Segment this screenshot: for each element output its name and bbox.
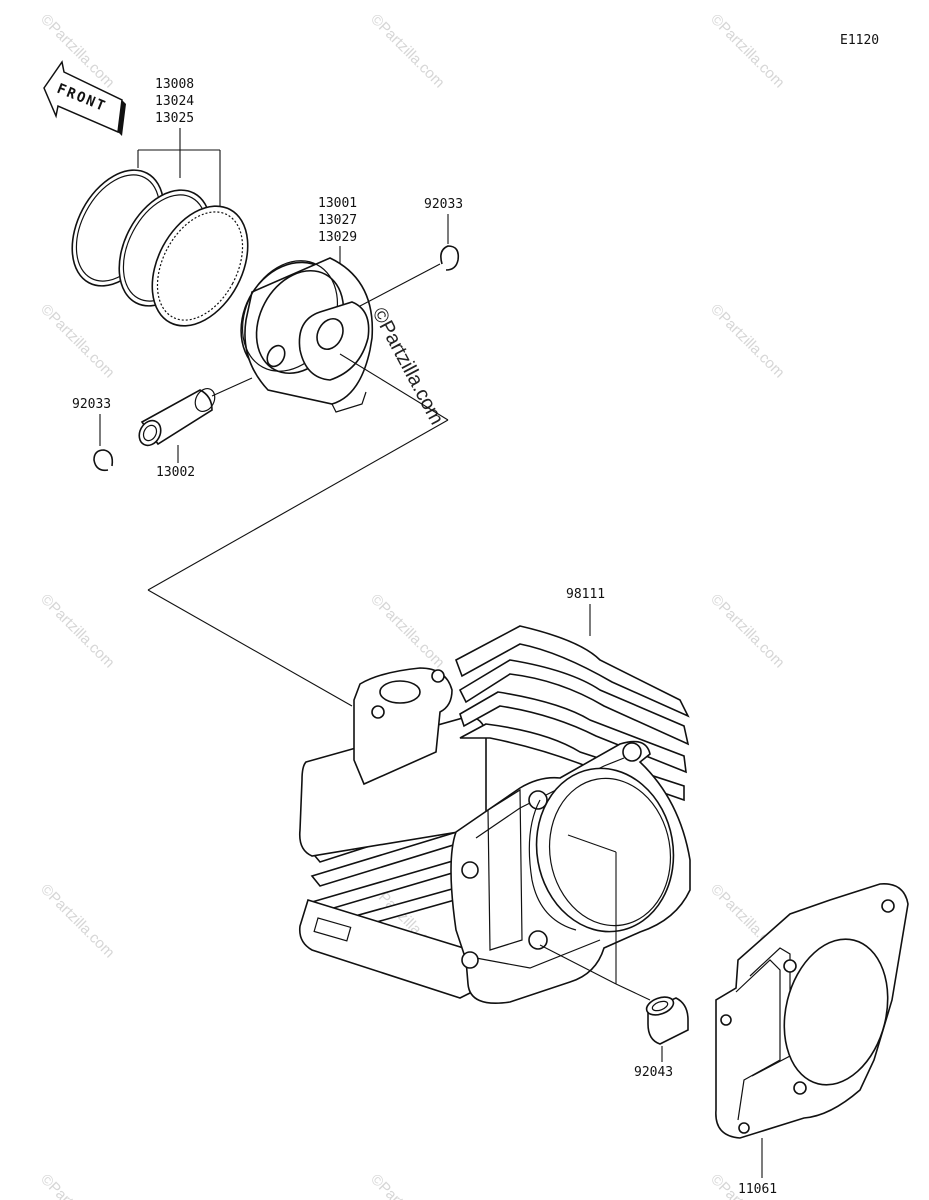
front-arrow: FRONT bbox=[43, 60, 126, 136]
watermark: ©Partzilla.com bbox=[707, 591, 788, 672]
watermark: ©Partzilla.com bbox=[707, 301, 788, 382]
part-label-98111[interactable]: 98111 bbox=[566, 587, 605, 602]
part-label-92043[interactable]: 92043 bbox=[634, 1065, 673, 1080]
piston-cylinder-leader bbox=[147, 353, 449, 707]
watermark: ©Partzilla.com bbox=[37, 591, 118, 672]
cylinder-base-gasket[interactable] bbox=[715, 883, 909, 1139]
dowel-leader-lines bbox=[539, 834, 651, 1001]
part-label-13002[interactable]: 13002 bbox=[156, 465, 195, 480]
watermark: ©Partzilla.com bbox=[368, 304, 448, 428]
diagram-code: E1120 bbox=[840, 33, 879, 48]
watermark: ©Partzilla.com bbox=[367, 1171, 448, 1200]
cylinder-block[interactable] bbox=[298, 625, 691, 1004]
part-label-13029[interactable]: 13029 bbox=[318, 230, 357, 245]
watermark: ©Partzilla.com bbox=[367, 11, 448, 92]
watermark: ©Partzilla.com bbox=[707, 11, 788, 92]
dowel-pin[interactable] bbox=[644, 994, 689, 1045]
part-label-13001[interactable]: 13001 bbox=[318, 196, 357, 211]
piston-pin[interactable] bbox=[135, 385, 219, 449]
watermark: ©Partzilla.com bbox=[367, 591, 448, 672]
part-label-92033-left[interactable]: 92033 bbox=[72, 397, 111, 412]
part-label-92033-right[interactable]: 92033 bbox=[424, 197, 463, 212]
watermark: ©Partzilla.com bbox=[37, 881, 118, 962]
part-label-13024[interactable]: 13024 bbox=[155, 94, 194, 109]
part-label-13008[interactable]: 13008 bbox=[155, 77, 194, 92]
part-label-13025[interactable]: 13025 bbox=[155, 111, 194, 126]
circlip-right[interactable] bbox=[440, 245, 460, 271]
watermark: ©Partzilla.com bbox=[37, 1171, 118, 1200]
ring-leader-lines bbox=[137, 128, 221, 212]
part-label-11061[interactable]: 11061 bbox=[738, 1182, 777, 1197]
part-label-13027[interactable]: 13027 bbox=[318, 213, 357, 228]
circlip-left[interactable] bbox=[93, 449, 114, 472]
piston[interactable] bbox=[221, 244, 374, 413]
watermark: ©Partzilla.com bbox=[37, 301, 118, 382]
piston-rings[interactable] bbox=[54, 154, 268, 342]
